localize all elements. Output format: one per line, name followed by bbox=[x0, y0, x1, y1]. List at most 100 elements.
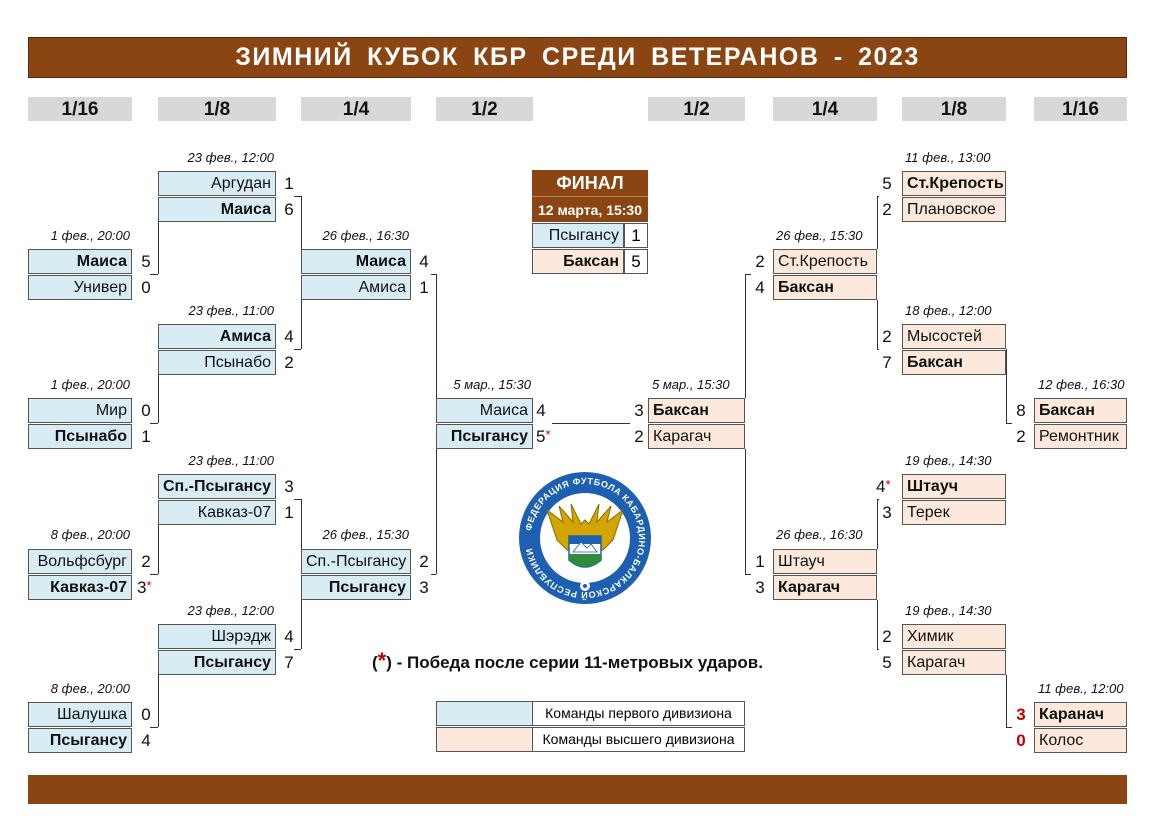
bracket-connector bbox=[877, 649, 879, 650]
penalty-note: (*) - Победа после серии 11-метровых уда… bbox=[372, 648, 763, 673]
match-date: 1 фев., 20:00 bbox=[50, 377, 130, 392]
team-cell: Баксан bbox=[902, 350, 1006, 375]
team-cell: Маиса bbox=[436, 398, 533, 423]
bracket-connector bbox=[150, 574, 158, 575]
team-cell: Ст.Крепость bbox=[773, 249, 877, 274]
score: 2 bbox=[419, 552, 429, 571]
penalty-star: * bbox=[146, 578, 152, 593]
bracket-connector bbox=[150, 423, 158, 424]
legend-swatch-top-division bbox=[436, 727, 533, 752]
round-header-left-r2: 1/2 bbox=[436, 97, 533, 145]
bracket-connector bbox=[158, 675, 159, 727]
team-cell: Аргудан bbox=[158, 171, 276, 196]
team-cell: Ремонтник bbox=[1034, 424, 1127, 449]
legend-label: Команды первого дивизиона bbox=[532, 701, 745, 726]
match-date: 19 фев., 14:30 bbox=[905, 453, 992, 468]
score: 6 bbox=[284, 200, 294, 219]
bracket-connector bbox=[436, 449, 437, 574]
final-header: ФИНАЛ bbox=[532, 170, 648, 196]
bracket-connector bbox=[877, 499, 879, 500]
team-cell: Псыгансу bbox=[436, 424, 533, 449]
team-cell: Маиса bbox=[28, 249, 132, 274]
team-cell: Баксан bbox=[1034, 398, 1127, 423]
score: 2 bbox=[882, 200, 892, 219]
bracket-connector bbox=[294, 349, 301, 350]
team-cell: Карагач bbox=[773, 575, 877, 600]
score: 2 bbox=[882, 627, 892, 646]
penalty-star: * bbox=[545, 427, 551, 442]
final-team: Баксан bbox=[532, 249, 624, 274]
score: 1 bbox=[141, 427, 151, 446]
score: 5 bbox=[882, 653, 892, 672]
bracket-connector bbox=[877, 600, 878, 649]
match-date: 23 фев., 11:00 bbox=[188, 453, 275, 468]
score: 5* bbox=[536, 427, 551, 446]
team-cell: Мир bbox=[28, 398, 132, 423]
bracket-connector bbox=[436, 274, 437, 398]
penalty-star: * bbox=[885, 477, 891, 492]
final-score: 5 bbox=[624, 249, 648, 274]
score: 0 bbox=[141, 705, 151, 724]
match-date: 8 фев., 20:00 bbox=[50, 527, 130, 542]
team-cell: Сп.-Псыгансу bbox=[158, 474, 276, 499]
round-header-right-r16: 1/16 bbox=[1034, 97, 1127, 145]
score: 5 bbox=[882, 174, 892, 193]
score: 2 bbox=[882, 327, 892, 346]
match-date: 11 фев., 12:00 bbox=[1038, 681, 1124, 696]
bracket-connector bbox=[431, 274, 436, 275]
team-cell: Баксан bbox=[648, 398, 745, 423]
score: 3 bbox=[634, 401, 644, 420]
bracket-connector bbox=[745, 274, 746, 398]
score: 5 bbox=[141, 252, 151, 271]
score: 0 bbox=[141, 278, 151, 297]
match-date: 11 фев., 13:00 bbox=[905, 150, 991, 165]
bracket-connector bbox=[150, 727, 158, 728]
match-date: 23 фев., 11:00 bbox=[188, 303, 275, 318]
bracket-connector bbox=[1006, 675, 1007, 727]
team-cell: Штауч bbox=[773, 549, 877, 574]
team-cell: Карагач bbox=[902, 650, 1006, 675]
team-cell: Сп.-Псыгансу bbox=[301, 549, 411, 574]
match-date: 12 фев., 16:30 bbox=[1038, 377, 1125, 392]
bracket-connector bbox=[877, 300, 878, 349]
team-cell: Маиса bbox=[158, 197, 276, 222]
score: 3 bbox=[419, 578, 429, 597]
round-header-left-r8: 1/8 bbox=[158, 97, 276, 145]
match-date: 18 фев., 12:00 bbox=[905, 303, 992, 318]
bracket-connector bbox=[150, 274, 158, 275]
score: 4 bbox=[536, 401, 546, 420]
round-header-left-r4: 1/4 bbox=[301, 97, 411, 145]
bracket-connector bbox=[877, 499, 878, 549]
team-cell: Баксан bbox=[773, 275, 877, 300]
score: 4 bbox=[284, 327, 294, 346]
team-cell: Псынабо bbox=[158, 350, 276, 375]
score: 0 bbox=[141, 401, 151, 420]
team-cell: Колос bbox=[1034, 728, 1127, 753]
team-cell: Штауч bbox=[902, 474, 1006, 499]
score: 1 bbox=[755, 552, 765, 571]
score: 2 bbox=[141, 552, 151, 571]
team-cell: Мысостей bbox=[902, 324, 1006, 349]
team-cell: Псыгансу bbox=[28, 728, 132, 753]
score: 4* bbox=[876, 477, 891, 496]
score: 4 bbox=[141, 731, 151, 750]
score: 3 bbox=[882, 503, 892, 522]
match-date: 19 фев., 14:30 bbox=[905, 603, 992, 618]
match-date: 5 мар., 15:30 bbox=[453, 377, 531, 392]
team-cell: Плановское bbox=[902, 197, 1006, 222]
score: 8 bbox=[1016, 401, 1026, 420]
bracket-connector bbox=[745, 274, 751, 275]
bracket-connector bbox=[294, 649, 301, 650]
final-team: Псыгансу bbox=[532, 223, 624, 248]
team-cell: Шалушка bbox=[28, 702, 132, 727]
score: 1 bbox=[284, 503, 294, 522]
final-score: 1 bbox=[624, 223, 648, 248]
bracket-connector bbox=[431, 574, 436, 575]
round-header-right-r4: 1/4 bbox=[773, 97, 877, 145]
match-date: 5 мар., 15:30 bbox=[652, 377, 730, 392]
bracket-connector bbox=[158, 375, 159, 423]
team-cell: Шэрэдж bbox=[158, 624, 276, 649]
bracket-connector bbox=[301, 600, 302, 649]
match-date: 26 фев., 16:30 bbox=[322, 228, 409, 243]
bracket-connector bbox=[294, 196, 301, 197]
